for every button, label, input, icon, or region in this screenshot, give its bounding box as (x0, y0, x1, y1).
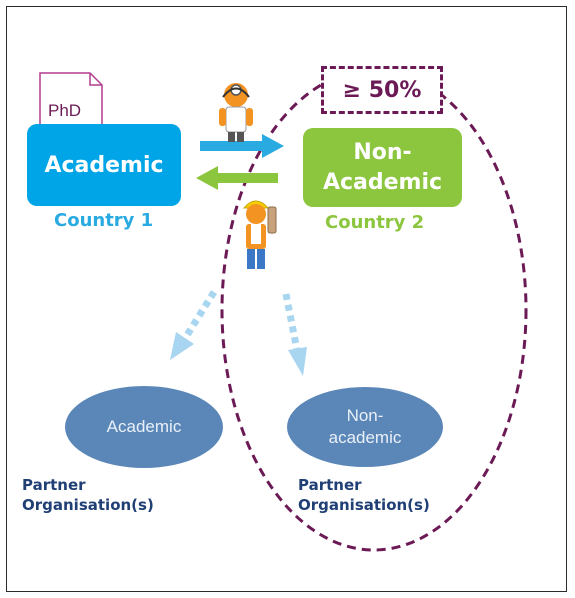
dotted-arrow-right (282, 293, 307, 376)
academic-partner-label: Academic (106, 417, 182, 436)
arrow-to-nonacademic (200, 134, 284, 158)
worker-figure-icon (242, 200, 277, 269)
arrow-to-academic (196, 166, 278, 190)
country-1-label: Country 1 (54, 210, 154, 231)
nonacademic-partner-line1: Non- (346, 406, 384, 425)
phd-document-icon: PhD (39, 72, 103, 129)
svg-text:PhD: PhD (48, 101, 81, 120)
academic-partner-caption: Partner Organisation(s) (22, 475, 154, 515)
nonacademic-box-line2: Academic (322, 169, 443, 195)
nonacademic-partner-caption-line2: Organisation(s) (298, 496, 430, 514)
academic-box: Academic (27, 124, 181, 206)
nonacademic-partner-line2: academic (328, 428, 402, 447)
academic-partner-caption-line2: Organisation(s) (22, 496, 154, 514)
academic-partner-caption-line1: Partner (22, 476, 86, 494)
threshold-label: ≥ 50% (342, 77, 422, 103)
academic-partner-ellipse: Academic (65, 386, 223, 468)
nonacademic-box: Non- Academic (303, 128, 462, 207)
nonacademic-partner-caption: Partner Organisation(s) (298, 475, 430, 515)
academic-box-label: Academic (44, 152, 164, 178)
doctor-figure-icon (219, 83, 253, 142)
dotted-arrow-left (170, 290, 217, 360)
nonacademic-partner-ellipse: Non- academic (287, 387, 443, 467)
nonacademic-partner-caption-line1: Partner (298, 476, 362, 494)
nonacademic-box-line1: Non- (353, 139, 412, 165)
country-2-label: Country 2 (325, 212, 425, 233)
threshold-badge: ≥ 50% (321, 66, 443, 114)
